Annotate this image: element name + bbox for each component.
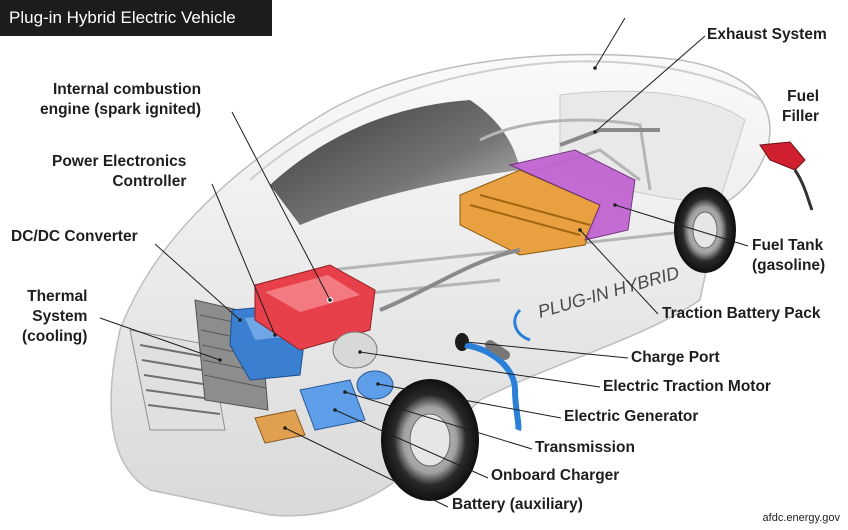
aux-battery — [254, 409, 306, 444]
front-wheel — [381, 379, 479, 501]
leader-ice-engine — [231, 111, 331, 301]
leader-thermal — [99, 317, 221, 361]
leader-ice-engine-dot — [328, 298, 332, 302]
leader-traction-motor-dot — [358, 350, 362, 354]
engine-block — [254, 264, 376, 351]
label-exhaust-system: Exhaust System — [707, 26, 827, 43]
label-transmission: Transmission — [535, 439, 635, 456]
leader-power-electronics-dot — [273, 333, 277, 337]
label-fuel-filler: Fuel Filler — [782, 88, 820, 125]
leader-traction-motor — [359, 351, 601, 388]
leader-lines — [99, 17, 749, 508]
label-onboard-charger: Onboard Charger — [491, 467, 620, 484]
leader-transmission — [344, 391, 533, 450]
label-fuel-tank: Fuel Tank (gasoline) — [752, 237, 826, 274]
fuel-nozzle — [759, 141, 814, 211]
leader-top-pointer-dot — [593, 66, 597, 70]
leader-power-electronics — [211, 183, 276, 336]
fuel-tank — [508, 149, 636, 241]
leader-charge-port — [465, 341, 629, 359]
leader-charge-port-dot — [464, 340, 468, 344]
label-thermal-system: Thermal System (cooling) — [22, 288, 88, 345]
source-credit: afdc.energy.gov — [762, 512, 840, 524]
leader-fuel-tank — [614, 204, 749, 247]
motor-generator-assembly — [299, 331, 394, 431]
label-electric-generator: Electric Generator — [564, 408, 699, 425]
leader-exhaust — [594, 35, 706, 133]
leader-battery-aux-dot — [283, 426, 287, 430]
label-traction-battery: Traction Battery Pack — [662, 305, 821, 322]
leader-generator-dot — [376, 382, 380, 386]
exhaust-pipe — [379, 128, 660, 312]
label-power-electronics: Power Electronics Controller — [52, 153, 187, 190]
label-dcdc-converter: DC/DC Converter — [11, 228, 138, 245]
leader-transmission-dot — [343, 390, 347, 394]
leader-top-pointer — [594, 17, 626, 69]
leader-traction-battery — [579, 229, 659, 315]
leader-onboard-charger — [334, 409, 489, 479]
windshield — [270, 100, 520, 225]
label-battery-auxiliary: Battery (auxiliary) — [452, 496, 583, 513]
label-charge-port: Charge Port — [631, 349, 720, 366]
leader-dcdc — [154, 243, 241, 321]
traction-battery-pack — [459, 169, 601, 256]
leader-traction-battery-dot — [578, 228, 582, 232]
leader-fuel-tank-dot — [613, 203, 617, 207]
rear-wheel — [674, 187, 736, 273]
leader-dcdc-dot — [238, 318, 242, 322]
charge-port-cable — [455, 333, 522, 432]
leader-onboard-charger-dot — [333, 408, 337, 412]
leader-exhaust-dot — [593, 130, 597, 134]
leader-thermal-dot — [218, 358, 222, 362]
leader-battery-aux — [284, 427, 449, 508]
diagram-title: Plug-in Hybrid Electric Vehicle — [0, 0, 272, 36]
label-traction-motor: Electric Traction Motor — [603, 378, 771, 395]
leader-generator — [377, 383, 562, 419]
label-ice-engine: Internal combustion engine (spark ignite… — [40, 81, 202, 118]
